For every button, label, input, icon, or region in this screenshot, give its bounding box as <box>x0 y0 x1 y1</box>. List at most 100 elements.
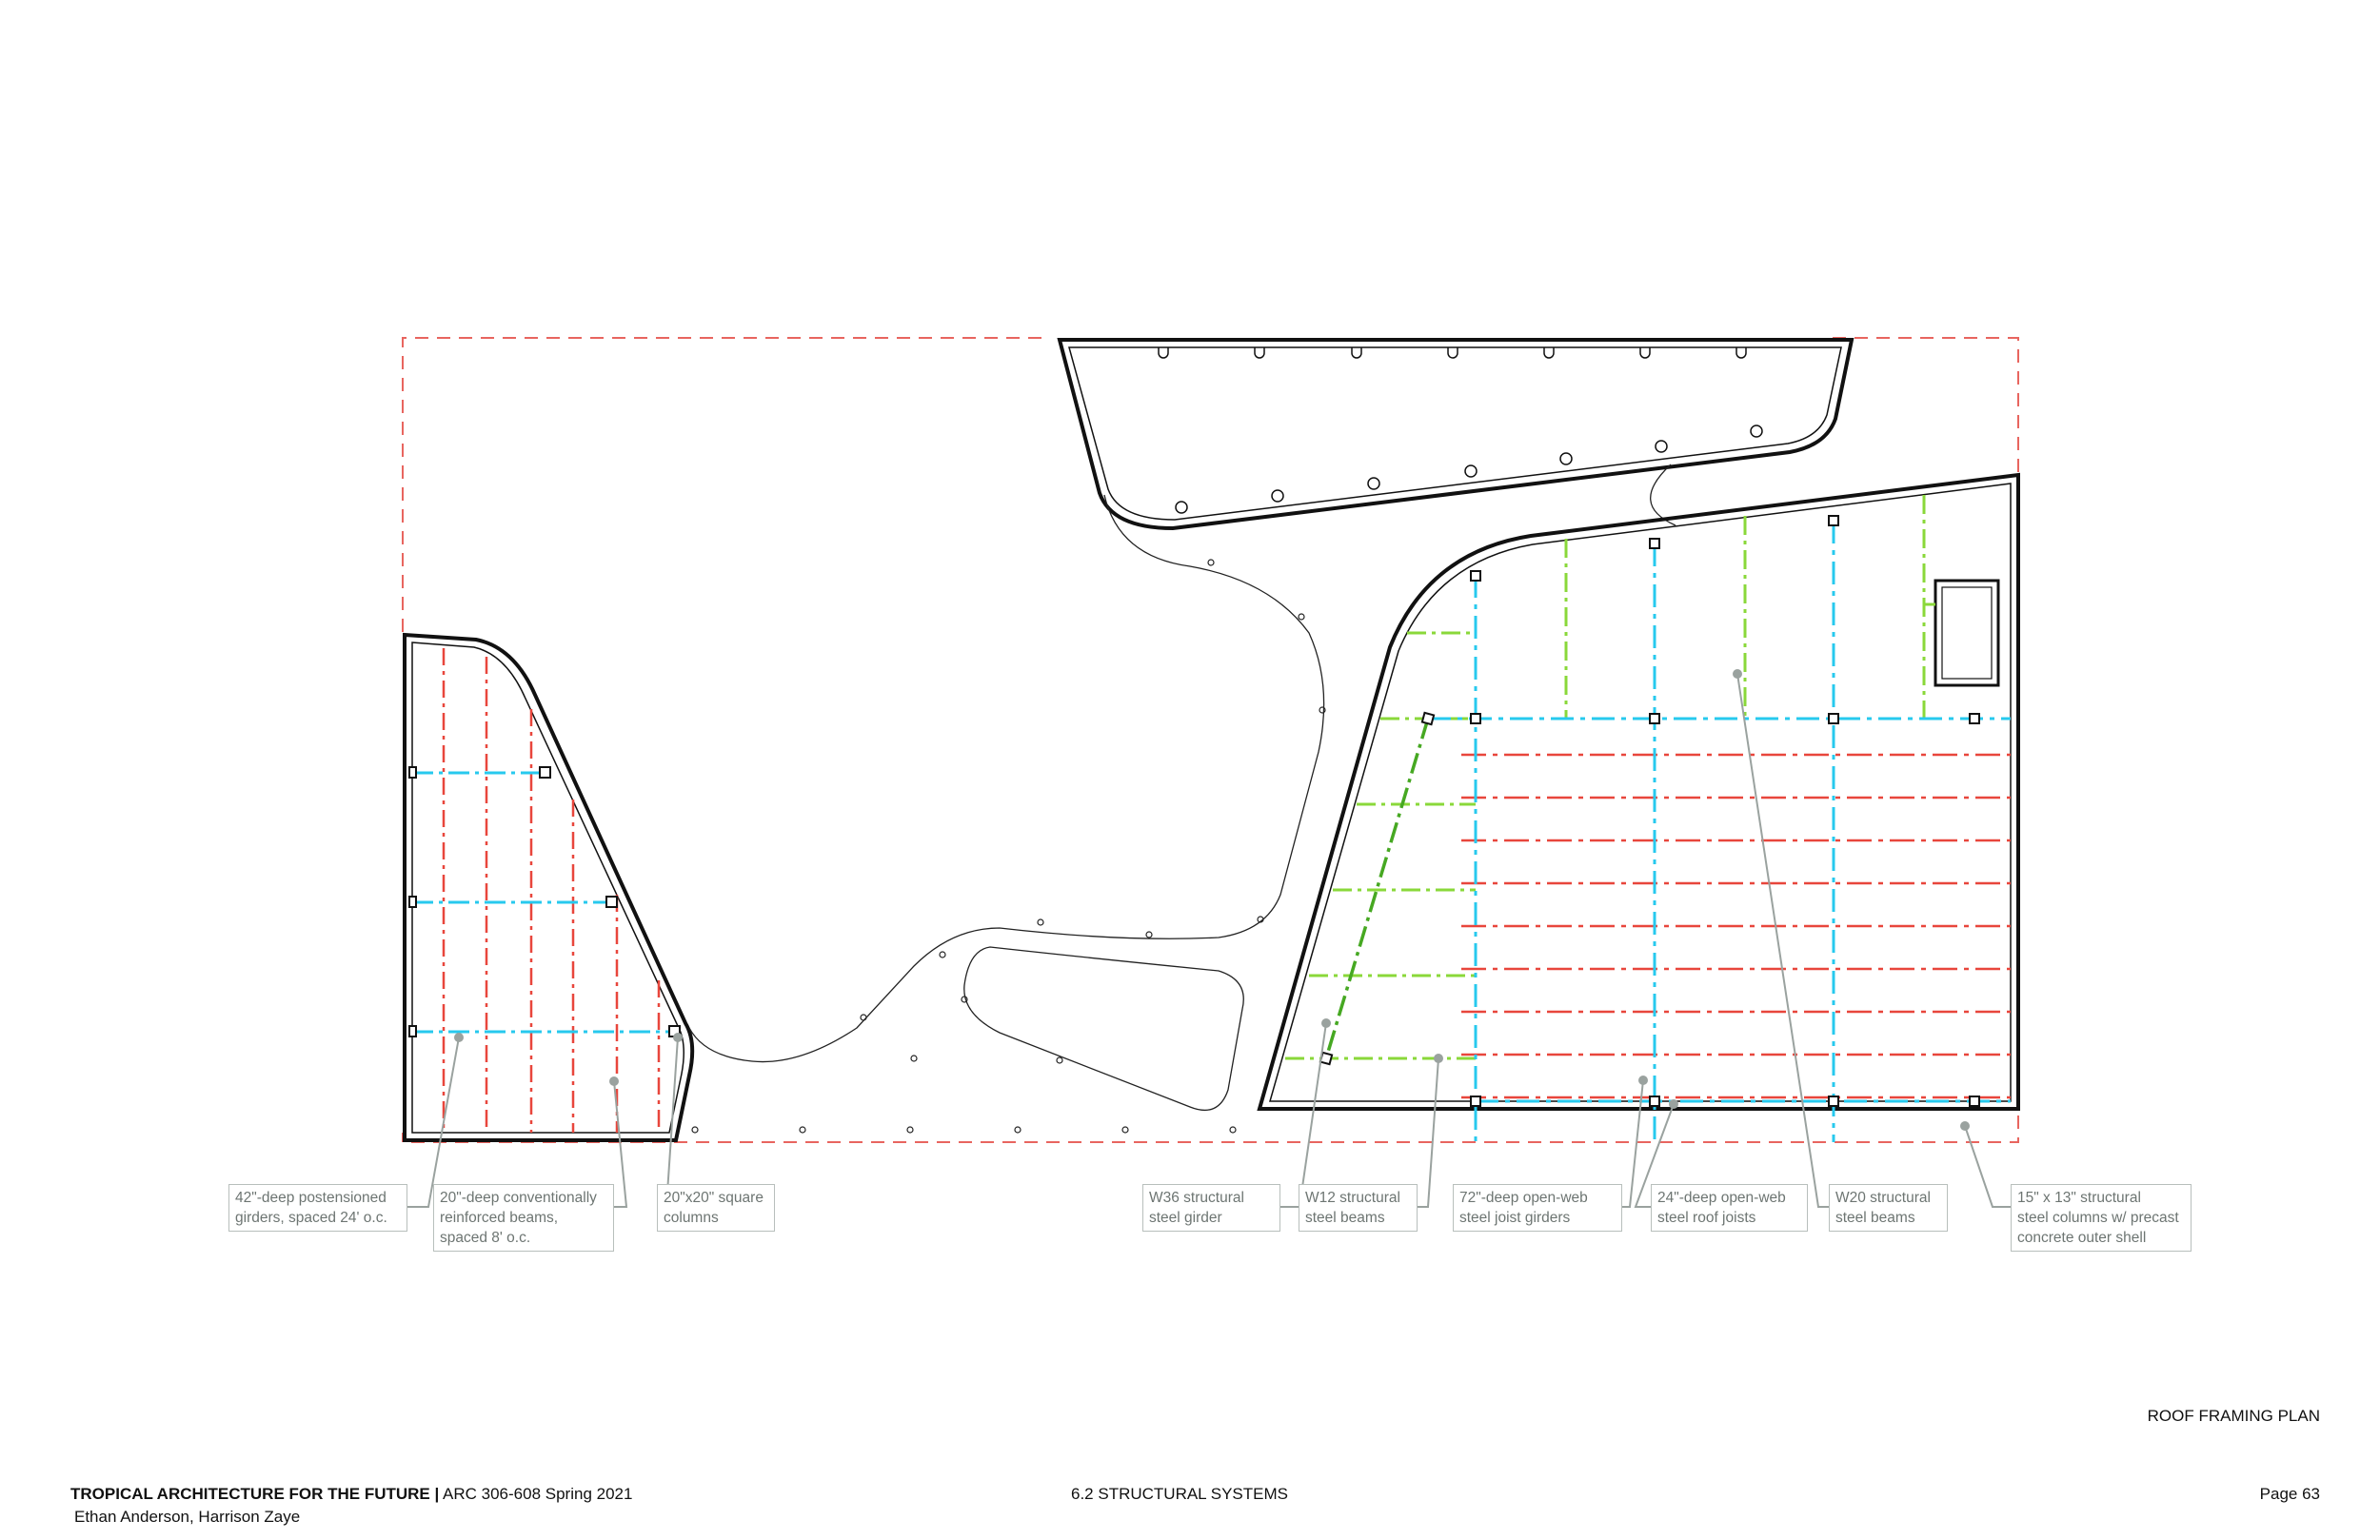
canopy-wall <box>1057 338 1854 531</box>
left-building <box>403 632 695 1142</box>
canopy-column <box>1750 424 1763 438</box>
page-number: Page 63 <box>2259 1485 2320 1503</box>
leader-steel-columns <box>1964 1125 2011 1208</box>
steel-column <box>1470 1096 1481 1107</box>
steel-column <box>1828 713 1839 724</box>
square-column <box>408 1025 417 1037</box>
leader-roof-joists <box>1634 1103 1675 1208</box>
ground-path-outline <box>688 494 1325 1063</box>
canopy-notch <box>1543 347 1555 359</box>
roof-opening-inner <box>1941 586 1993 680</box>
square-column <box>539 766 551 779</box>
steel-column <box>1969 1096 1980 1107</box>
steel-columns <box>1319 515 1980 1107</box>
leader-w20 <box>1736 673 1829 1208</box>
bollard <box>1207 559 1215 566</box>
steel-column <box>1649 538 1660 549</box>
canopy-column <box>1464 464 1478 478</box>
steel-column <box>1470 570 1481 582</box>
canopy-notch <box>1447 347 1458 359</box>
leader-w12 <box>1418 1057 1439 1208</box>
label-line: concrete outer shell <box>2017 1230 2147 1246</box>
right-building-wall <box>1257 472 2020 1111</box>
joist-girders <box>1428 521 2011 1142</box>
bollard <box>1229 1126 1237 1134</box>
ground-path <box>688 464 1676 1134</box>
leader-dot <box>1434 1054 1443 1063</box>
label-line: steel girder <box>1149 1210 1222 1226</box>
label-square-columns: 20"x20" square columns <box>657 1184 775 1232</box>
bollard <box>1056 1056 1063 1064</box>
leader-dot <box>1733 669 1742 679</box>
canopy-notch <box>1735 347 1747 359</box>
square-column <box>408 896 417 908</box>
label-line: W36 structural <box>1149 1190 1244 1206</box>
steel-column <box>1420 711 1436 726</box>
left-girders <box>412 771 674 1034</box>
canopy-notches <box>1158 347 1747 359</box>
leader-dots <box>454 669 1970 1131</box>
label-w36-girder: W36 structural steel girder <box>1142 1184 1280 1232</box>
canopy-notch <box>1254 347 1265 359</box>
bollard <box>939 951 946 958</box>
label-line: steel beams <box>1305 1210 1385 1226</box>
label-conventional-beams: 20"-deep conventionally reinforced beams… <box>433 1184 614 1252</box>
canopy-wall-inner <box>1068 346 1842 521</box>
label-joist-girders: 72"-deep open-web steel joist girders <box>1453 1184 1622 1232</box>
roof-opening <box>1934 579 2000 687</box>
leader-square-columns <box>657 1037 679 1208</box>
label-line: girders, spaced 24' o.c. <box>235 1210 387 1226</box>
label-line: steel joist girders <box>1459 1210 1571 1226</box>
canopy-column <box>1271 489 1284 503</box>
label-roof-joists: 24"-deep open-web steel roof joists <box>1651 1184 1808 1232</box>
site-boundary-dashed <box>402 337 2019 1143</box>
canopy-notch <box>1158 347 1169 359</box>
w12-beams <box>1285 631 1476 1060</box>
bollard <box>1121 1126 1129 1134</box>
canopy-column <box>1175 501 1188 514</box>
bollard <box>1257 916 1264 923</box>
bollards <box>691 559 1326 1134</box>
canopy-notch <box>1639 347 1651 359</box>
canopy-column <box>1367 477 1380 490</box>
steel-column <box>1649 1096 1660 1107</box>
authors: Ethan Anderson, Harrison Zaye <box>74 1508 301 1526</box>
canopy-column <box>1655 440 1668 453</box>
label-w12-beams: W12 structural steel beams <box>1299 1184 1418 1232</box>
bollard <box>691 1126 699 1134</box>
left-red-beams <box>442 648 661 1133</box>
label-line: columns <box>664 1210 719 1226</box>
square-column <box>408 766 417 779</box>
label-line: steel roof joists <box>1657 1210 1756 1226</box>
bollard <box>799 1126 806 1134</box>
leader-dot <box>673 1033 683 1042</box>
left-building-wall-inner <box>411 642 684 1134</box>
bollard <box>910 1055 918 1062</box>
steel-column <box>1649 713 1660 724</box>
square-column <box>605 896 618 908</box>
leader-joist-girders <box>1622 1079 1644 1208</box>
bollard <box>961 996 968 1003</box>
label-line: 20"-deep conventionally <box>440 1190 597 1206</box>
leader-conventional <box>613 1080 628 1208</box>
roof-joists <box>1461 753 2011 1099</box>
w36-steel-girder <box>1324 718 1430 1059</box>
label-steel-columns: 15" x 13" structural steel columns w/ pr… <box>2011 1184 2192 1252</box>
bollard <box>860 1014 867 1021</box>
right-building-wall-inner <box>1269 483 2012 1102</box>
bollard <box>1145 931 1153 938</box>
label-line: 42"-deep postensioned <box>235 1190 387 1206</box>
label-line: 72"-deep open-web <box>1459 1190 1588 1206</box>
label-line: steel beams <box>1835 1210 1915 1226</box>
plan-title: ROOF FRAMING PLAN <box>2147 1407 2320 1425</box>
bollard <box>1014 1126 1021 1134</box>
project-title-line: TROPICAL ARCHITECTURE FOR THE FUTURE | A… <box>70 1485 632 1504</box>
label-line: 20"x20" square <box>664 1190 764 1206</box>
label-line: W12 structural <box>1305 1190 1400 1206</box>
label-line: 15" x 13" structural <box>2017 1190 2141 1206</box>
bollard <box>906 1126 914 1134</box>
label-line: W20 structural <box>1835 1190 1931 1206</box>
leader-dot <box>454 1033 464 1042</box>
leader-dot <box>609 1076 619 1086</box>
